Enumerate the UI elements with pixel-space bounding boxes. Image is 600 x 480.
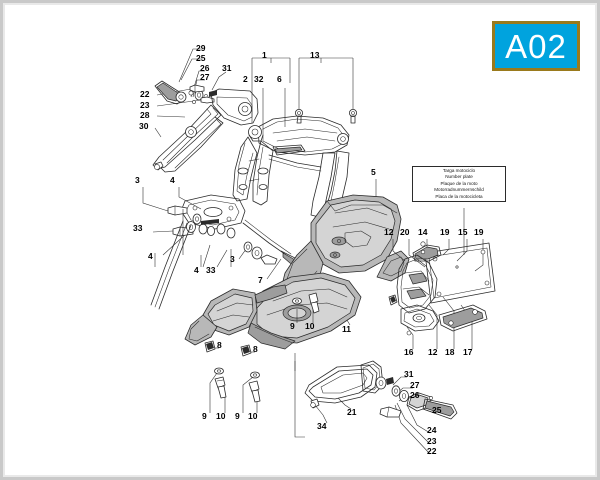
callout-2: 2 [243,74,248,84]
callout-29: 29 [196,43,206,53]
callout-31: 31 [222,63,232,73]
legend-line-es: Placa de la motocicleta [435,193,483,199]
legend-line-de: Motorradnummernschild [434,187,484,193]
part-right-footpeg-bracket [294,360,458,438]
callout-22: 22 [427,446,437,456]
callout-14: 14 [418,227,428,237]
callout-5: 5 [371,167,376,177]
callout-7: 7 [258,275,263,285]
callout-3: 3 [135,175,140,185]
callout-27: 27 [200,72,210,82]
callout-9: 9 [290,321,295,331]
part-fasteners-bottom [204,292,320,403]
callout-27: 27 [410,380,420,390]
callout-33: 33 [133,223,143,233]
part-rear-fender [280,194,410,298]
callout-10: 10 [216,411,226,421]
callout-12: 12 [428,347,438,357]
callout-4: 4 [148,251,153,261]
callout-13: 13 [310,50,320,60]
callout-26: 26 [200,63,210,73]
callout-15: 15 [458,227,468,237]
callout-23: 23 [427,436,437,446]
callout-34: 34 [317,421,327,431]
callout-28: 28 [140,110,150,120]
callout-3: 3 [230,254,235,264]
callout-23: 23 [140,100,150,110]
section-badge: A02 [492,21,580,71]
legend-line-en: Number plate [445,174,473,180]
callout-18: 18 [445,347,455,357]
exploded-parts-drawing: .ln{fill:none;stroke:#2b2b2b;stroke-widt… [142,48,496,455]
part-number-plate-holder [388,241,496,336]
callout-6: 6 [277,74,282,84]
callout-21: 21 [347,407,357,417]
callout-24: 24 [427,425,437,435]
callout-9: 9 [235,411,240,421]
callout-26: 26 [410,390,420,400]
callout-20: 20 [400,227,410,237]
callout-19: 19 [474,227,484,237]
callout-4: 4 [170,175,175,185]
callout-11: 11 [342,324,351,334]
callout-22: 22 [140,89,150,99]
callout-12: 12 [384,227,394,237]
callout-31: 31 [404,369,414,379]
callout-32: 32 [254,74,264,84]
callout-10: 10 [305,321,315,331]
callout-9: 9 [202,411,207,421]
leaders-topcenter [251,57,354,130]
diagram-canvas: .ln{fill:none;stroke:#2b2b2b;stroke-widt… [5,5,595,475]
construction-lines [154,171,465,267]
callout-25: 25 [196,53,206,63]
callout-8: 8 [217,340,222,350]
callout-8: 8 [253,344,258,354]
number-plate-legend: Targa motociclo Number plate Plaque de l… [412,166,506,202]
callout-16: 16 [404,347,414,357]
part-left-footpeg-bracket [152,80,259,173]
callout-30: 30 [139,121,149,131]
callout-19: 19 [440,227,450,237]
callout-25: 25 [432,405,442,415]
callout-4: 4 [194,265,199,275]
legend-line-it: Targa motociclo [442,167,476,173]
legend-line-fr: Plaque de la moto [440,180,478,186]
callout-10: 10 [248,411,258,421]
part-rear-subframe [232,109,357,218]
callout-33: 33 [206,265,216,275]
callout-17: 17 [463,347,473,357]
callout-1: 1 [262,50,267,60]
section-badge-label: A02 [505,27,567,65]
part-lower-mudguard [184,272,362,350]
